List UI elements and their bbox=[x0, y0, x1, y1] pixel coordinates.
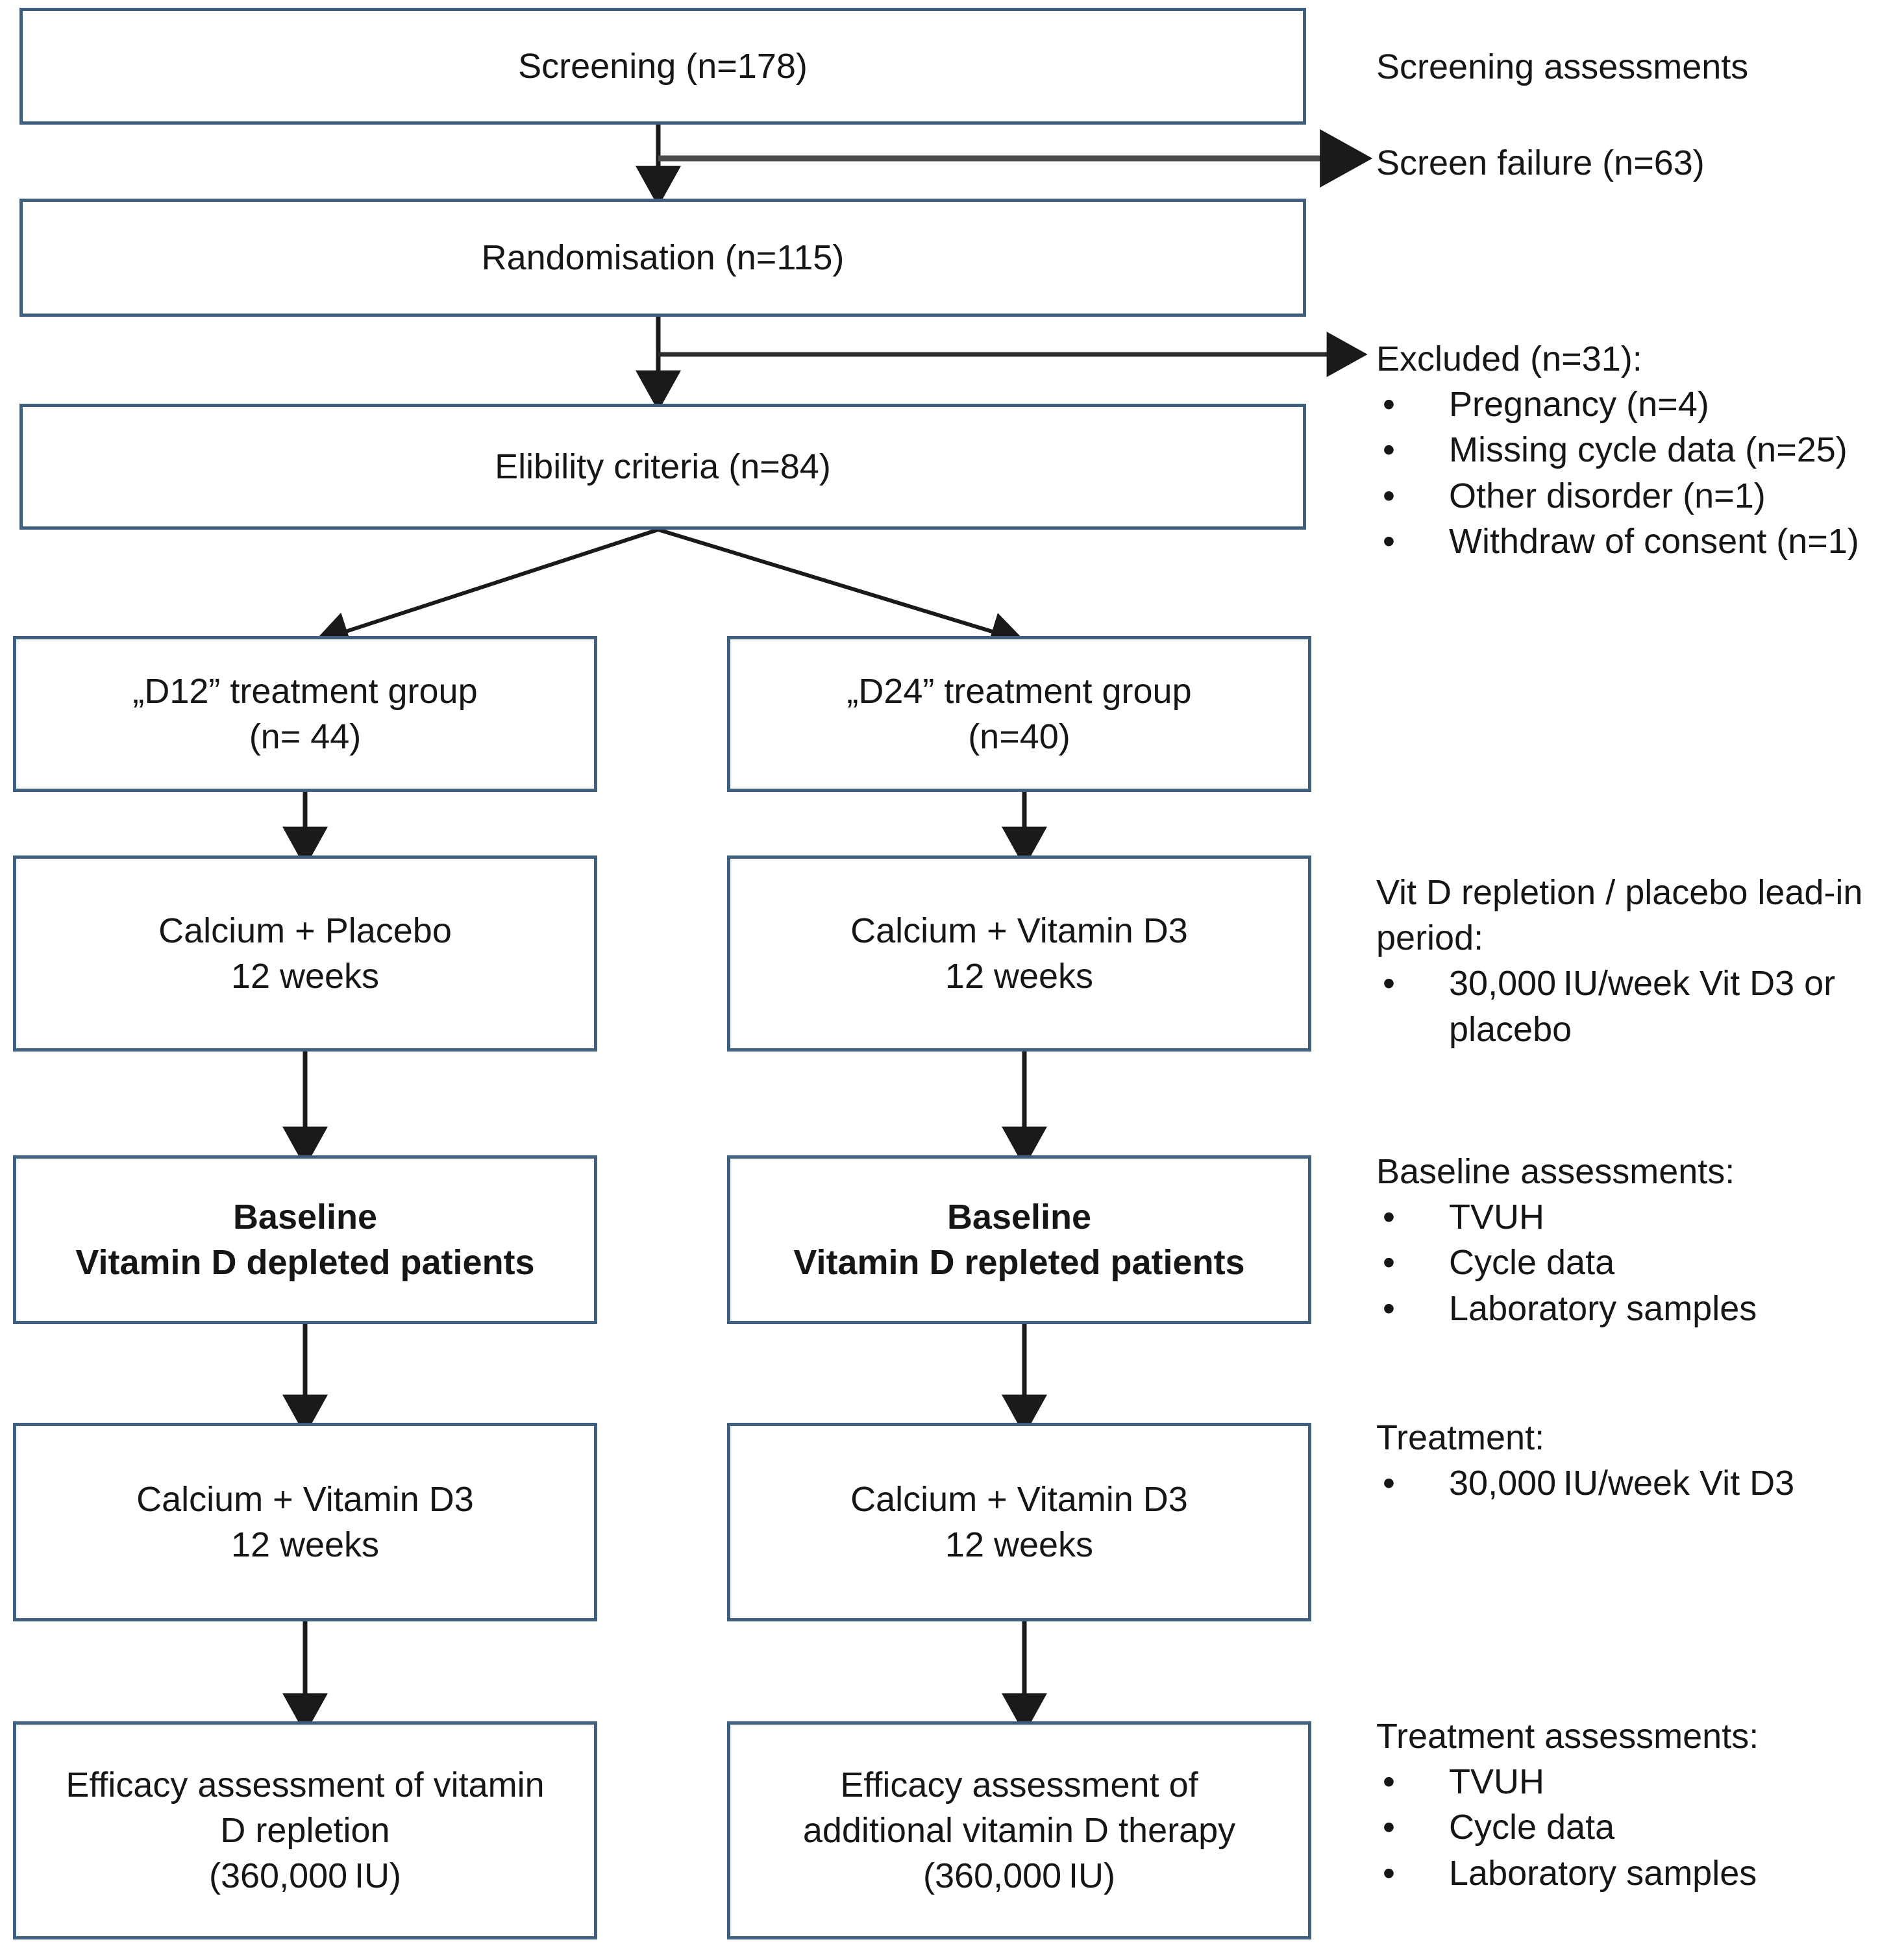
node-group-d24-line-2: (n=40) bbox=[968, 717, 1070, 756]
node-leadin-left-line-2: 12 weeks bbox=[230, 957, 380, 996]
wire-eligibility-to-d12 bbox=[314, 528, 659, 650]
node-screening-line-1: Screening (n=178) bbox=[518, 46, 808, 86]
bullet-icon: • bbox=[1383, 1288, 1395, 1328]
bullet-icon: • bbox=[1383, 1243, 1395, 1283]
note-leadin-heading: Vit D repletion / placebo lead-in period… bbox=[1376, 873, 1863, 958]
note-screening-assessments-heading: Screening assessments bbox=[1376, 47, 1749, 86]
bullet-icon: • bbox=[1383, 430, 1395, 470]
list-item: •Cycle data bbox=[1376, 1804, 1904, 1850]
node-leadin-right-line-2: 12 weeks bbox=[945, 957, 1094, 996]
bullet-icon: • bbox=[1383, 385, 1395, 424]
node-eligibility-criteria[interactable]: Elibility criteria (n=84) bbox=[19, 404, 1306, 530]
node-baseline-right-line-1: Baseline bbox=[946, 1197, 1092, 1237]
node-efficacy-left-line-2: D repletion bbox=[220, 1810, 390, 1850]
node-efficacy-right-line-2: additional vitamin D therapy bbox=[802, 1810, 1236, 1850]
note-baseline-assessments-list: •TVUH •Cycle data •Laboratory samples bbox=[1376, 1194, 1904, 1331]
list-item: •Laboratory samples bbox=[1376, 1286, 1904, 1331]
list-item: •Pregnancy (n=4) bbox=[1376, 382, 1904, 427]
bullet-icon: • bbox=[1383, 1853, 1395, 1893]
bullet-icon: • bbox=[1383, 1808, 1395, 1847]
node-screening[interactable]: Screening (n=178) bbox=[19, 8, 1306, 125]
list-item: •30,000 IU/week Vit D3 or placebo bbox=[1376, 961, 1896, 1052]
node-leadin-left[interactable]: Calcium + Placebo 12 weeks bbox=[13, 855, 597, 1052]
note-screening-assessments: Screening assessments bbox=[1376, 44, 1904, 90]
list-item: •30,000 IU/week Vit D3 bbox=[1376, 1460, 1904, 1506]
node-randomisation-line-1: Randomisation (n=115) bbox=[481, 238, 845, 277]
list-item: •Cycle data bbox=[1376, 1240, 1904, 1285]
note-treatment: Treatment: •30,000 IU/week Vit D3 bbox=[1376, 1415, 1904, 1506]
note-treatment-assessments: Treatment assessments: •TVUH •Cycle data… bbox=[1376, 1714, 1904, 1896]
node-efficacy-left-line-3: (360,000 IU) bbox=[209, 1856, 401, 1896]
node-baseline-left[interactable]: Baseline Vitamin D depleted patients bbox=[13, 1155, 597, 1324]
note-excluded-heading: Excluded (n=31): bbox=[1376, 339, 1642, 378]
bullet-icon: • bbox=[1383, 964, 1395, 1003]
node-group-d12-line-2: (n= 44) bbox=[249, 717, 362, 756]
node-eligibility-line-1: Elibility criteria (n=84) bbox=[495, 447, 831, 486]
list-item: •Laboratory samples bbox=[1376, 1851, 1904, 1896]
node-group-d24[interactable]: „D24” treatment group (n=40) bbox=[727, 636, 1311, 792]
node-efficacy-right[interactable]: Efficacy assessment of additional vitami… bbox=[727, 1721, 1311, 1939]
node-baseline-right-line-2: Vitamin D repleted patients bbox=[793, 1243, 1245, 1282]
bullet-icon: • bbox=[1383, 1198, 1395, 1237]
note-screen-failure: Screen failure (n=63) bbox=[1376, 140, 1904, 186]
node-treatment-right-line-2: 12 weeks bbox=[945, 1525, 1094, 1564]
note-treatment-heading: Treatment: bbox=[1376, 1418, 1545, 1457]
node-group-d24-line-1: „D24” treatment group bbox=[847, 671, 1192, 711]
note-treatment-list: •30,000 IU/week Vit D3 bbox=[1376, 1460, 1904, 1506]
note-screen-failure-heading: Screen failure (n=63) bbox=[1376, 143, 1705, 182]
note-excluded-list: •Pregnancy (n=4) •Missing cycle data (n=… bbox=[1376, 382, 1904, 564]
node-treatment-right[interactable]: Calcium + Vitamin D3 12 weeks bbox=[727, 1423, 1311, 1621]
note-leadin-list: •30,000 IU/week Vit D3 or placebo bbox=[1376, 961, 1896, 1052]
node-leadin-right[interactable]: Calcium + Vitamin D3 12 weeks bbox=[727, 855, 1311, 1052]
note-excluded: Excluded (n=31): •Pregnancy (n=4) •Missi… bbox=[1376, 336, 1904, 564]
note-leadin: Vit D repletion / placebo lead-in period… bbox=[1376, 870, 1896, 1052]
node-baseline-left-line-1: Baseline bbox=[232, 1197, 378, 1237]
node-treatment-left-line-1: Calcium + Vitamin D3 bbox=[136, 1479, 474, 1519]
note-treatment-assessments-heading: Treatment assessments: bbox=[1376, 1717, 1759, 1756]
note-baseline-assessments-heading: Baseline assessments: bbox=[1376, 1152, 1735, 1191]
bullet-icon: • bbox=[1383, 1762, 1395, 1802]
node-leadin-left-line-1: Calcium + Placebo bbox=[158, 911, 452, 950]
node-group-d12-line-1: „D12” treatment group bbox=[132, 671, 478, 711]
node-efficacy-right-line-1: Efficacy assessment of bbox=[840, 1765, 1198, 1804]
node-randomisation[interactable]: Randomisation (n=115) bbox=[19, 199, 1306, 317]
node-leadin-right-line-1: Calcium + Vitamin D3 bbox=[850, 911, 1188, 950]
node-efficacy-right-line-3: (360,000 IU) bbox=[923, 1856, 1115, 1896]
list-item: •TVUH bbox=[1376, 1759, 1904, 1804]
wire-eligibility-to-d24 bbox=[658, 528, 1026, 650]
bullet-icon: • bbox=[1383, 476, 1395, 515]
list-item: •TVUH bbox=[1376, 1194, 1904, 1240]
node-treatment-left[interactable]: Calcium + Vitamin D3 12 weeks bbox=[13, 1423, 597, 1621]
bullet-icon: • bbox=[1383, 521, 1395, 561]
node-treatment-right-line-1: Calcium + Vitamin D3 bbox=[850, 1479, 1188, 1519]
bullet-icon: • bbox=[1383, 1464, 1395, 1503]
node-group-d12[interactable]: „D12” treatment group (n= 44) bbox=[13, 636, 597, 792]
node-efficacy-left-line-1: Efficacy assessment of vitamin bbox=[66, 1765, 545, 1804]
node-baseline-right[interactable]: Baseline Vitamin D repleted patients bbox=[727, 1155, 1311, 1324]
note-treatment-assessments-list: •TVUH •Cycle data •Laboratory samples bbox=[1376, 1759, 1904, 1896]
list-item: •Other disorder (n=1) bbox=[1376, 473, 1904, 519]
list-item: •Missing cycle data (n=25) bbox=[1376, 427, 1904, 473]
node-efficacy-left[interactable]: Efficacy assessment of vitamin D repleti… bbox=[13, 1721, 597, 1939]
node-treatment-left-line-2: 12 weeks bbox=[230, 1525, 380, 1564]
note-baseline-assessments: Baseline assessments: •TVUH •Cycle data … bbox=[1376, 1149, 1904, 1331]
node-baseline-left-line-2: Vitamin D depleted patients bbox=[75, 1243, 535, 1282]
list-item: •Withdraw of consent (n=1) bbox=[1376, 519, 1904, 564]
